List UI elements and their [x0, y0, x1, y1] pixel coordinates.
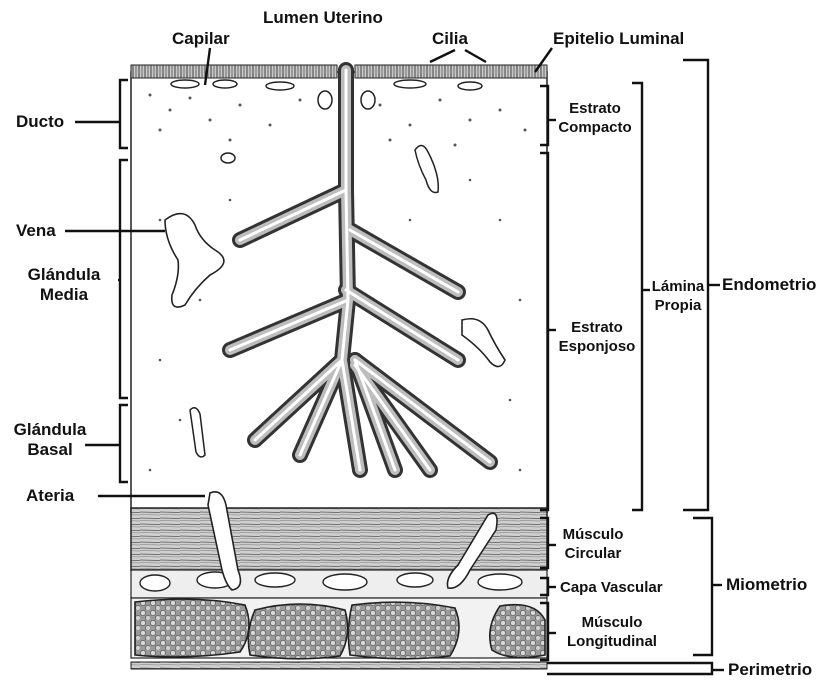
label-capilar: Capilar — [172, 29, 230, 49]
label-musculo-longitudinal-line1: Músculo — [553, 613, 671, 632]
label-estrato-esponjoso: Estrato Esponjoso — [553, 318, 641, 356]
label-cilia: Cilia — [432, 29, 468, 49]
label-glandula-basal-line1: Glándula — [10, 420, 90, 440]
luminal-epithelium-left — [131, 65, 337, 78]
label-lumen-uterino: Lumen Uterino — [263, 8, 383, 28]
luminal-epithelium-right — [355, 65, 547, 78]
label-musculo-circular-line1: Músculo — [553, 525, 633, 544]
label-estrato-esponjoso-line1: Estrato — [553, 318, 641, 337]
label-glandula-basal-line2: Basal — [10, 440, 90, 460]
label-ducto: Ducto — [16, 112, 64, 132]
label-ateria: Ateria — [26, 486, 74, 506]
label-musculo-circular-line2: Circular — [553, 544, 633, 563]
label-estrato-esponjoso-line2: Esponjoso — [553, 337, 641, 356]
label-glandula-basal: Glándula Basal — [10, 420, 90, 460]
perimetrium-layer — [131, 662, 547, 669]
label-musculo-longitudinal-line2: Longitudinal — [553, 632, 671, 651]
label-lamina-propia-line2: Propia — [647, 296, 709, 315]
label-musculo-circular: Músculo Circular — [553, 525, 633, 563]
label-estrato-compacto: Estrato Compacto — [553, 99, 637, 137]
label-musculo-longitudinal: Músculo Longitudinal — [553, 613, 671, 651]
label-estrato-compacto-line2: Compacto — [553, 118, 637, 137]
label-glandula-media-line2: Media — [12, 285, 116, 305]
label-glandula-media: Glándula Media — [12, 265, 116, 305]
label-perimetrio: Perimetrio — [728, 660, 812, 680]
label-estrato-compacto-line1: Estrato — [553, 99, 637, 118]
label-glandula-media-line1: Glándula — [12, 265, 116, 285]
label-endometrio: Endometrio — [722, 275, 816, 295]
label-capa-vascular: Capa Vascular — [560, 578, 663, 597]
label-vena: Vena — [16, 221, 56, 241]
label-miometrio: Miometrio — [726, 575, 807, 595]
label-epitelio-luminal: Epitelio Luminal — [553, 29, 684, 49]
label-lamina-propia: Lámina Propia — [647, 277, 709, 315]
label-lamina-propia-line1: Lámina — [647, 277, 709, 296]
